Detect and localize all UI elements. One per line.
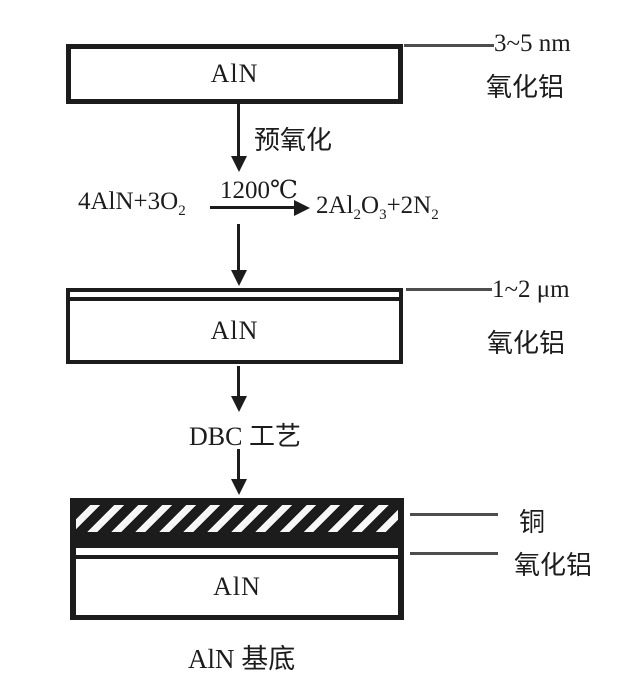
- reaction-arrow-line: [210, 206, 296, 209]
- mid-oxide-strip-line: [70, 297, 399, 301]
- copper-label: 铜: [519, 508, 546, 537]
- copper-layer: [76, 505, 398, 532]
- equation-condition: 1200℃: [220, 177, 298, 204]
- aln-block-bottom-label: AlN: [213, 572, 261, 601]
- down-arrow-1-head: [231, 156, 247, 172]
- equation-rhs1-sub: 2: [353, 207, 362, 223]
- oxide-layer-line: [76, 555, 398, 559]
- down-arrow-2-head: [231, 270, 247, 286]
- down-arrow-4-head: [231, 479, 247, 495]
- leader-line-oxide: [410, 552, 498, 555]
- leader-line-copper: [410, 513, 498, 516]
- down-arrow-3-head: [231, 396, 247, 412]
- equation-rhs: 2Al2O3+2N2: [316, 192, 439, 223]
- mid-annotation-size: 1~2 μm: [492, 276, 570, 303]
- step2-label: DBC 工艺: [189, 422, 301, 451]
- top-annotation-size: 3~5 nm: [494, 30, 571, 57]
- leader-line-mid: [406, 288, 492, 291]
- mid-annotation-material: 氧化铝: [487, 329, 566, 358]
- equation-rhs3-sub: 2: [431, 207, 439, 223]
- equation-rhs1: 2Al: [316, 192, 354, 219]
- leader-line-top: [404, 44, 494, 47]
- equation-lhs-main: 4AlN+3O: [78, 188, 179, 215]
- down-arrow-4-line: [237, 449, 240, 481]
- equation-rhs2: O: [361, 192, 380, 219]
- equation-rhs2-sub: 3: [379, 207, 387, 223]
- stack-top-border: [76, 498, 398, 505]
- oxide-label: 氧化铝: [514, 551, 593, 580]
- equation-lhs-sub: 2: [178, 203, 186, 219]
- step1-label: 预氧化: [254, 126, 333, 155]
- oxide-layer: [76, 548, 398, 555]
- figure-caption: AlN 基底: [188, 644, 296, 674]
- dbc-stack: AlN: [70, 498, 404, 620]
- aln-block-top-label: AlN: [210, 59, 259, 88]
- aln-block-mid-label: AlN: [210, 315, 259, 345]
- bond-layer: [76, 532, 398, 548]
- down-arrow-2-line: [237, 224, 240, 272]
- aln-block-mid: AlN: [66, 288, 403, 364]
- reaction-arrow-head: [294, 200, 310, 216]
- equation-lhs: 4AlN+3O2: [78, 188, 186, 219]
- top-annotation-material: 氧化铝: [486, 73, 565, 102]
- aln-block-top: AlN: [66, 44, 403, 104]
- down-arrow-3-line: [237, 366, 240, 398]
- mid-oxide-strip: [70, 292, 399, 297]
- down-arrow-1-line: [237, 104, 240, 158]
- equation-rhs3: +2N: [386, 192, 432, 219]
